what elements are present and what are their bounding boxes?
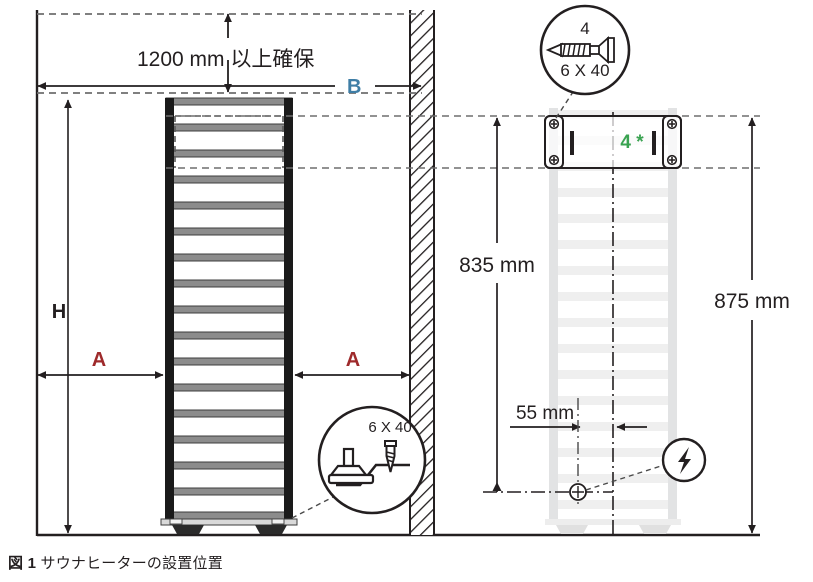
- electrical-callout: [585, 437, 707, 491]
- screw-callout-quantity: 4: [580, 19, 589, 38]
- dimension-55: 55 mm: [510, 398, 647, 504]
- dimension-a-left: A: [37, 349, 164, 379]
- bracket-screw-holes: [548, 118, 678, 166]
- cable-entry-point: [569, 483, 587, 501]
- dimension-875: 875 mm: [714, 117, 790, 534]
- dimension-h-label: H: [52, 301, 66, 323]
- screw-callout: 4 6 X 40: [539, 4, 631, 119]
- heater-post-left: [165, 98, 174, 522]
- heater-post-right: [284, 98, 293, 522]
- dimension-835: 835 mm: [459, 117, 613, 493]
- heater-foot-right: [255, 525, 287, 534]
- dimension-875-label: 875 mm: [714, 290, 790, 313]
- dimension-835-label: 835 mm: [459, 254, 535, 277]
- heater-base-plate: [160, 518, 298, 526]
- bracket-quantity-label: 4 *: [620, 132, 644, 153]
- screw-icon: [545, 35, 615, 65]
- clearance-label: 1200 mm 以上確保: [137, 48, 314, 71]
- installation-diagram: 1200 mm 以上確保 B H A A: [35, 4, 790, 537]
- dimension-b: B: [37, 76, 422, 98]
- figure-caption-text: サウナヒーターの設置位置: [40, 555, 223, 572]
- mounting-bracket: 4 *: [544, 115, 682, 169]
- figure-number: 図 1: [8, 555, 37, 572]
- foot-detail-callout: 6 X 40: [291, 405, 427, 519]
- heater-front-view: [160, 97, 298, 534]
- dimension-h: H: [52, 99, 72, 534]
- heater-slats: [165, 97, 293, 520]
- dimension-a-right: A: [294, 349, 410, 379]
- foot-mount-icon: [327, 440, 410, 487]
- heater-foot-left: [172, 525, 204, 534]
- dimension-b-label: B: [347, 76, 361, 98]
- screw-icon: [384, 440, 397, 473]
- dimension-55-label: 55 mm: [516, 403, 574, 424]
- screw-callout-spec: 6 X 40: [560, 61, 609, 80]
- figure-caption: 図 1 サウナヒーターの設置位置: [8, 552, 223, 573]
- foot-detail-screw-spec: 6 X 40: [368, 419, 411, 436]
- dimension-a-right-label: A: [346, 349, 360, 371]
- dimension-a-left-label: A: [92, 349, 106, 371]
